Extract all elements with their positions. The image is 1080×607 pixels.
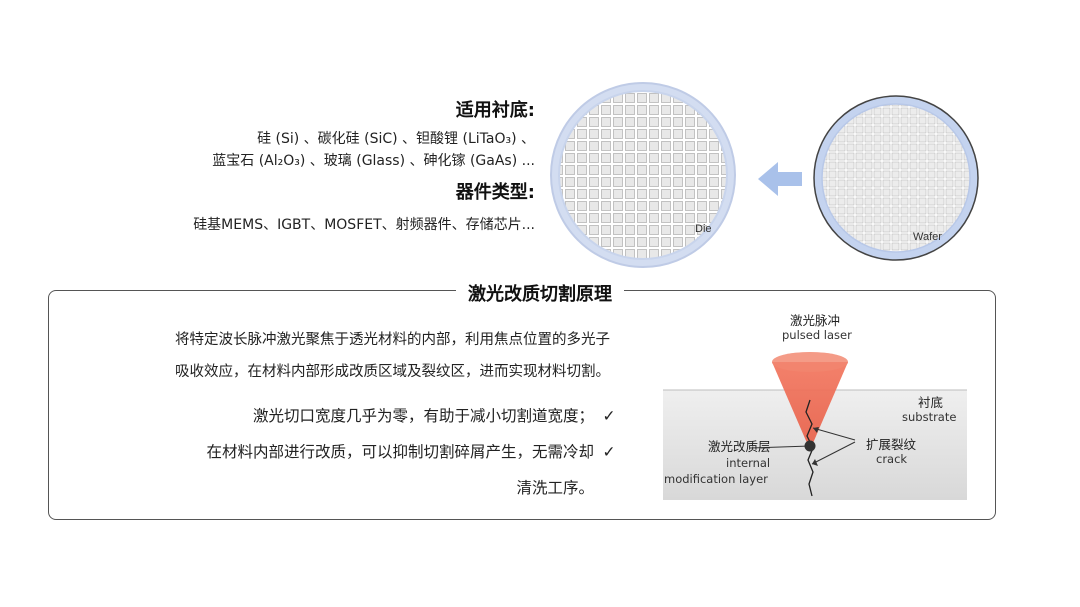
laser-beam — [772, 362, 848, 450]
crack-label-cn: 扩展裂纹 — [866, 437, 917, 452]
check-icon: ✓ — [602, 443, 616, 461]
pulse-label-cn: 激光脉冲 — [790, 313, 841, 328]
modification-label-en1: internal — [726, 456, 771, 470]
substrate-label-cn: 衬底 — [918, 395, 944, 410]
substrate-list-line1: 硅 (Si) 、碳化硅 (SiC) 、钽酸锂 (LiTaO₃) 、 — [257, 131, 535, 147]
wafer-illustration — [813, 95, 979, 261]
die-illustration — [550, 82, 736, 268]
wafer-die-diagram: Die Wafer — [550, 82, 979, 268]
arrow-left-icon — [758, 162, 802, 196]
crack-label-en: crack — [876, 452, 908, 466]
bullet-2-continuation: 清洗工序。 — [516, 479, 594, 497]
principle-paragraph-line2: 吸收效应，在材料内部形成改质区域及裂纹区，进而实现材料切割。 — [175, 364, 610, 380]
substrate-label-en: substrate — [902, 410, 957, 424]
die-label: Die — [695, 223, 712, 235]
bullet-2-text: 在材料内部进行改质，可以抑制切割碎屑产生，无需冷却 — [206, 443, 594, 461]
laser-diagram — [663, 352, 967, 500]
modification-label-en2: modification layer — [664, 472, 768, 486]
principle-title: 激光改质切割原理 — [456, 280, 624, 305]
substrate-heading: 适用衬底: — [455, 100, 535, 121]
device-list-line: 硅基MEMS、IGBT、MOSFET、射频器件、存储芯片... — [193, 217, 535, 233]
substrate-list-line2: 蓝宝石 (Al₂O₃) 、玻璃 (Glass) 、砷化镓 (GaAs) ... — [212, 153, 535, 169]
principle-paragraph-line1: 将特定波长脉冲激光聚焦于透光材料的内部，利用焦点位置的多光子 — [175, 332, 610, 348]
device-heading: 器件类型: — [455, 182, 535, 203]
bullet-item-2: 在材料内部进行改质，可以抑制切割碎屑产生，无需冷却 ✓ — [206, 440, 618, 462]
check-icon: ✓ — [602, 407, 616, 425]
modification-label-cn: 激光改质层 — [708, 439, 771, 454]
bullet-item-1: 激光切口宽度几乎为零，有助于减小切割道宽度； ✓ — [253, 404, 618, 426]
bullet-1-text: 激光切口宽度几乎为零，有助于减小切割道宽度； — [252, 407, 594, 425]
wafer-label: Wafer — [913, 231, 942, 243]
pulse-label-en: pulsed laser — [782, 328, 852, 342]
